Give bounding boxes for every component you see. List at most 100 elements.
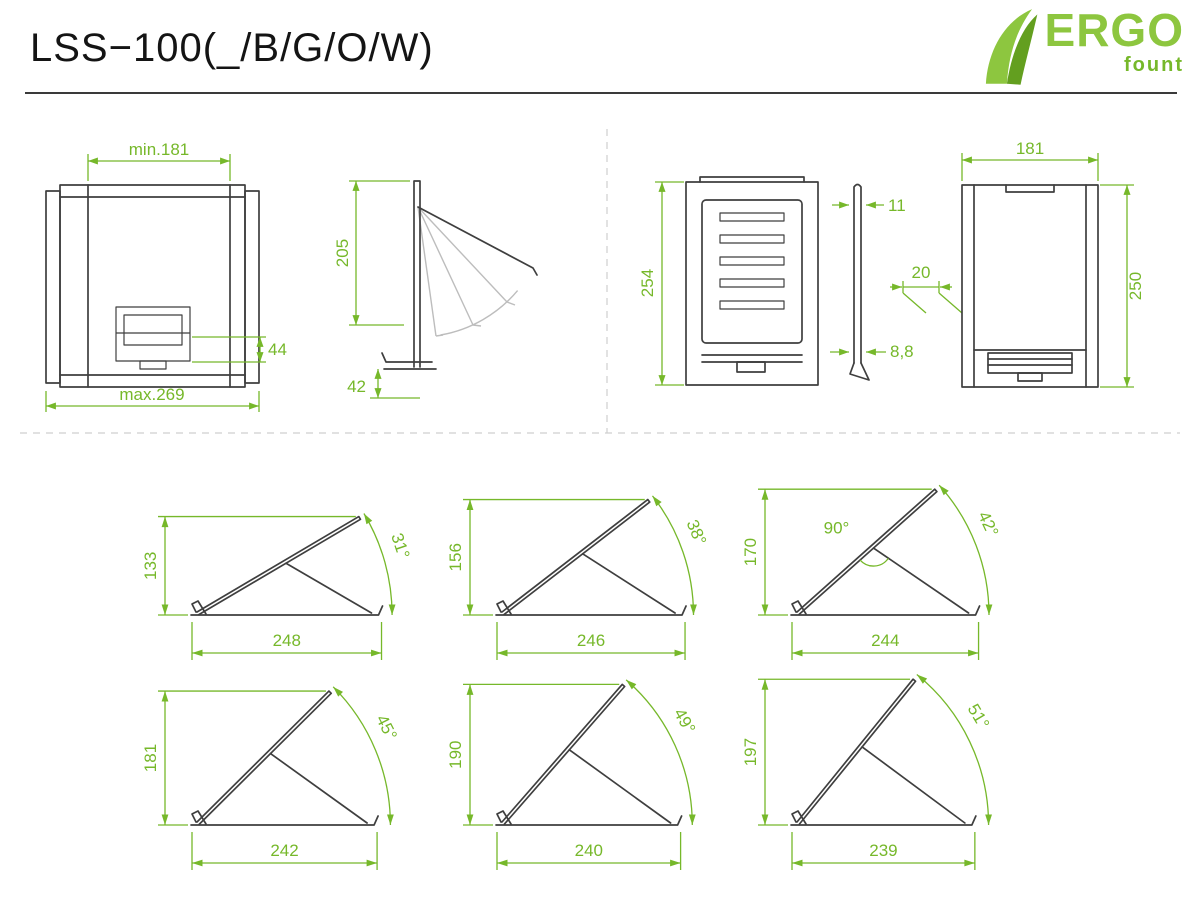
dim-arrowhead [363,513,373,525]
dimensions [158,513,393,660]
angle-dim-label: 31° [387,531,413,561]
front-height-label: 254 [638,269,657,297]
angle-arc [332,686,392,826]
height-extension-lines [349,180,410,326]
dim-arrowhead [466,684,474,695]
orthographic-views: min.181 44 max.269 205 42 [20,129,1180,434]
dim-arrowhead [761,489,769,500]
ghost-motion-arc [440,290,519,336]
angle-dim-label: 49° [670,705,699,737]
dim-arrowhead [388,604,396,615]
stand-drawing [495,683,683,826]
height-dim-lines [758,678,911,826]
folded-front-view: min.181 44 max.269 [45,140,287,412]
dim-arrowhead [690,604,697,615]
width-dim-lines [191,622,383,660]
height-dim-lines [758,488,932,616]
stand-drawing [790,678,977,826]
right-rail [244,190,260,384]
ghost-leg-positions [417,206,508,337]
sliding-panel [701,199,803,344]
ledge-depth-label: 20 [912,263,931,282]
stand-drawing [495,498,687,616]
page-title: LSS−100(_/B/G/O/W) [30,26,434,70]
width-dim-lines [496,832,682,870]
dim-arrowhead [161,814,169,825]
angle-arc [363,513,393,616]
dim-arrowhead [761,679,769,690]
perpendicular-arc [859,557,889,567]
height-dim-label: 181 [141,744,160,772]
slot-2 [719,234,785,244]
front-lip [791,810,807,825]
left-rail [45,190,61,384]
angle-arc [938,484,990,616]
dim-arrowhead [968,649,979,657]
dim-arrowhead [497,859,508,867]
shelf-tab [1017,372,1043,382]
dimensions [758,674,990,870]
dimensions [463,495,695,660]
height-dim-lines [463,683,620,826]
back-outline [961,184,1099,388]
width-dim-lines [791,832,976,870]
dim-arrowhead [161,604,169,615]
back-width-label: 181 [1016,139,1044,158]
open-front-view: 254 [638,176,819,386]
slot-5 [719,300,785,310]
top-notch [1005,184,1055,193]
dim-arrowhead [192,649,203,657]
dim-arrowhead [688,814,696,825]
dim-arrowhead [466,604,474,615]
dim-arrowhead [192,859,203,867]
front-lip [791,600,807,615]
dimensions [158,686,392,870]
dim-arrowhead [161,691,169,702]
leaf-shape-light [985,9,1032,84]
shelf-tab [736,361,766,373]
base-member [495,605,687,616]
dim-arrowhead [964,859,975,867]
dim-arrowhead [466,814,474,825]
side-profile-view: 11 8,8 20 [830,183,963,381]
angle-dim-label: 51° [964,701,993,733]
support-leg [581,552,676,614]
dim-arrowhead [333,686,344,697]
width-dim-label: 240 [575,841,603,860]
width-dim-lines [791,622,980,660]
panel-profile [413,180,421,368]
dim-arrowhead [761,604,769,615]
ledge-extension-lines [902,281,963,314]
slot-4 [719,278,785,288]
dimensions [463,679,693,870]
stand-drawing [790,488,981,616]
tilted-panel [196,690,333,826]
shelf-detail-lines [987,358,1073,366]
tilted-panel [196,515,362,616]
dim-arrowhead [466,499,474,511]
dim-arrowhead [366,859,378,867]
height-dim-label: 133 [141,552,160,580]
height-dim-label: 170 [741,538,760,566]
tilted-panel [501,683,626,825]
panel-edges [59,184,246,388]
folding-side-view: 205 42 [333,180,538,399]
base-member [790,815,977,826]
side-height-label: 205 [333,239,352,267]
front-outline [685,181,819,386]
tilted-panel [501,498,651,616]
width-dim-lines [496,622,686,660]
front-lip [191,600,207,615]
dim-arrowhead [792,649,803,657]
profile-lines [853,183,862,364]
latch-height-label: 44 [268,340,287,359]
stand-drawing [190,690,379,826]
back-view: 181 250 [961,139,1145,388]
back-side-frames [973,184,1087,388]
